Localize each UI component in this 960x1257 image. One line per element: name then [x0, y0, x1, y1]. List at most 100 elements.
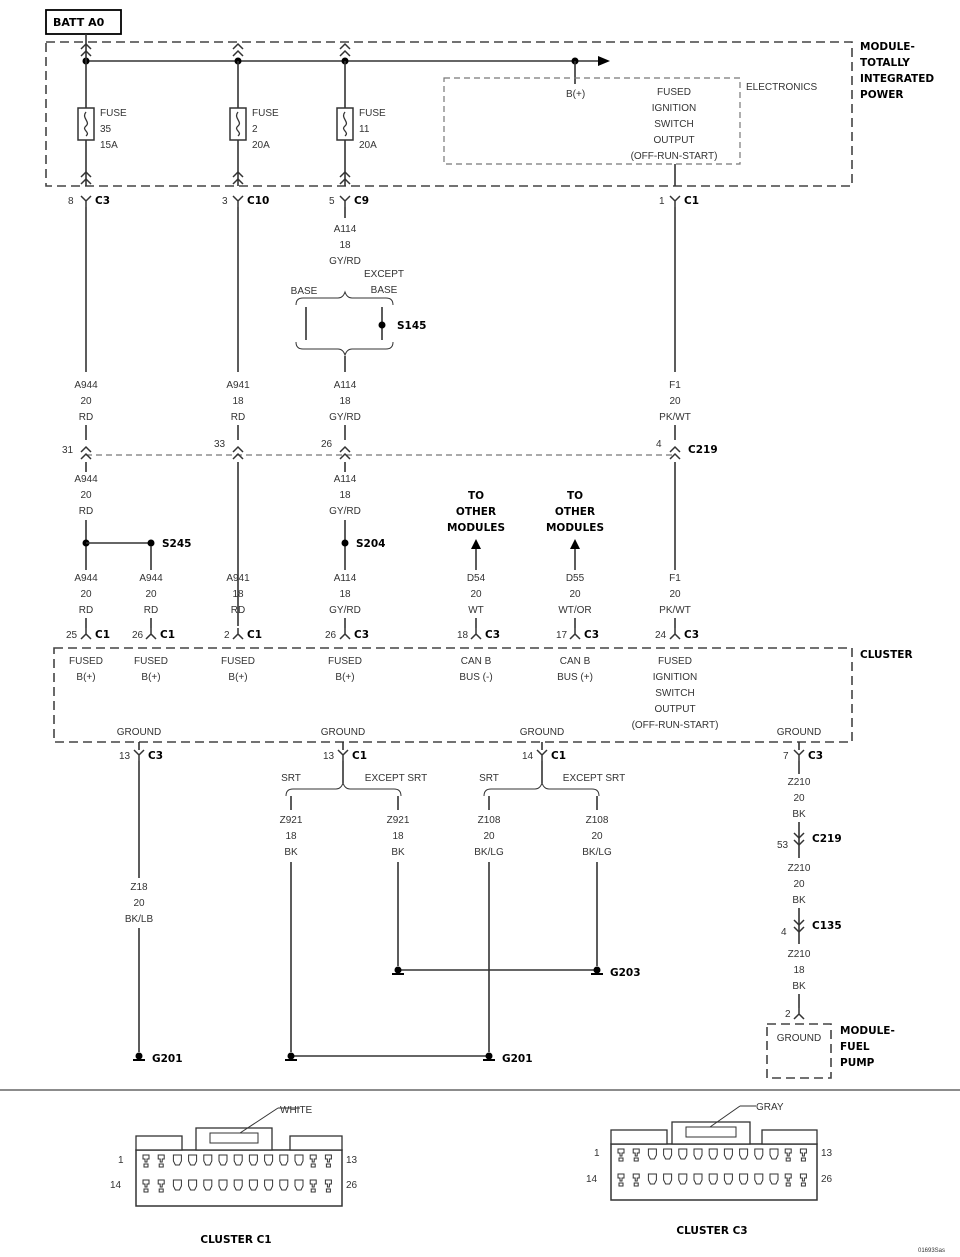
figure-reference: 01693Sas — [918, 1248, 945, 1254]
except-srt-label-1: EXCEPT SRT — [365, 773, 427, 784]
wire-a114-id: A114 — [334, 380, 357, 391]
conn-c10-pin: 3 — [222, 196, 228, 207]
c219-pin-26: 26 — [321, 439, 333, 450]
except-base-1: EXCEPT — [364, 269, 404, 280]
cl-in-1-l1: FUSED — [69, 656, 103, 667]
wire-a944-mid-id: A944 — [74, 474, 98, 485]
wire-f1-gauge: 20 — [669, 396, 681, 407]
bus-arrow-icon — [598, 56, 610, 66]
tipm-boundary — [45, 41, 853, 187]
cl-pin-2-conn: C1 — [247, 629, 262, 641]
wire-f1-color: PK/WT — [659, 412, 691, 423]
cavity — [723, 1173, 733, 1185]
conn-c9-pin: 5 — [329, 196, 335, 207]
c1-white-label: WHITE — [280, 1105, 313, 1116]
conn-c3-label: C3 — [95, 195, 110, 207]
cavity — [663, 1148, 673, 1160]
c219-pin-4: 4 — [656, 439, 662, 450]
cl-pin-26b-conn: C3 — [354, 629, 369, 641]
c219-label: C219 — [688, 444, 718, 456]
up-arrow-icon — [570, 539, 580, 549]
z921b-id: Z921 — [387, 815, 410, 826]
cl-in-5-l1: CAN B — [461, 656, 492, 667]
c3-pin-1: 1 — [594, 1148, 600, 1159]
z210c-color: BK — [792, 981, 806, 992]
fuse-11-amp: 20A — [359, 140, 377, 151]
feed-1-gauge: 20 — [80, 589, 92, 600]
wire-a944-mid-gauge: 20 — [80, 490, 92, 501]
cl-ign-2: IGNITION — [653, 672, 697, 683]
cavity — [632, 1148, 640, 1162]
srt-brace-1 — [285, 781, 402, 797]
cl-ground-3: GROUND — [520, 727, 564, 738]
gnd-conn-c3: C3 — [148, 750, 163, 762]
tipm-output-line-3: SWITCH — [654, 119, 693, 130]
wire-a941-color: RD — [231, 412, 245, 423]
z108b-color: BK/LG — [582, 847, 612, 858]
cl-pin-17-conn: C3 — [584, 629, 599, 641]
cl-in-4-l2: B(+) — [335, 672, 354, 683]
splice-s245: S245 — [162, 538, 191, 550]
wire-a114-top-color: GY/RD — [329, 256, 361, 267]
srt-brace-2 — [483, 781, 600, 797]
cl-ground-2: GROUND — [321, 727, 365, 738]
feed-6-color: WT/OR — [558, 605, 591, 616]
cavity — [799, 1173, 807, 1187]
cl-pin-2: 2 — [224, 630, 230, 641]
c3-gray-label: GRAY — [756, 1102, 784, 1113]
conn-c3-pin: 8 — [68, 196, 74, 207]
cavity — [309, 1154, 317, 1168]
cl-pin-26a: 26 — [132, 630, 144, 641]
fuse-35: FUSE 35 15A — [77, 43, 127, 186]
z18-id: Z18 — [130, 882, 148, 893]
splice-s204: S204 — [356, 538, 385, 550]
wire-a114-top-gauge: 18 — [339, 240, 351, 251]
c1-pin-1: 1 — [118, 1155, 124, 1166]
batt-label: BATT A0 — [53, 16, 105, 29]
conn-c1-label: C1 — [684, 195, 699, 207]
z18-gauge: 20 — [133, 898, 145, 909]
bplus-label: B(+) — [566, 89, 585, 100]
gnd-pin-14: 14 — [522, 751, 534, 762]
wire-a114-color: GY/RD — [329, 412, 361, 423]
cavity — [324, 1154, 332, 1168]
c135-connector — [793, 919, 805, 934]
cavity — [294, 1154, 304, 1166]
c219-label-2: C219 — [812, 833, 842, 845]
electronics-box — [443, 77, 741, 165]
cavity — [279, 1154, 289, 1166]
wire-a114-gauge: 18 — [339, 396, 351, 407]
cl-in-4-l1: FUSED — [328, 656, 362, 667]
tipm-output-line-2: IGNITION — [652, 103, 696, 114]
c219-connector: 31 33 26 4 C219 — [62, 439, 718, 460]
connector-view-c1: WHITE 1 13 14 26 CLUSTER C1 — [110, 1105, 358, 1246]
fuse-2: FUSE 2 20A — [229, 43, 279, 186]
except-base-2: BASE — [371, 285, 398, 296]
c219-ground-connector — [793, 832, 805, 847]
c135-label: C135 — [812, 920, 842, 932]
cavity — [632, 1173, 640, 1187]
srt-label-1: SRT — [281, 773, 301, 784]
cl-in-2-l1: FUSED — [134, 656, 168, 667]
to-other-1-l2: OTHER — [456, 506, 496, 518]
cl-ign-5: (OFF-RUN-START) — [632, 720, 719, 731]
cavity — [647, 1148, 657, 1160]
c3-pin-26: 26 — [821, 1174, 833, 1185]
z210b-id: Z210 — [788, 863, 811, 874]
gnd-pin-13b: 13 — [323, 751, 335, 762]
to-other-1-l3: MODULES — [447, 522, 505, 534]
gnd-conn-c1b: C1 — [551, 750, 566, 762]
cluster-c1-title: CLUSTER C1 — [200, 1234, 271, 1246]
cavity — [248, 1154, 258, 1166]
cavity — [324, 1179, 332, 1193]
c219-pin-53: 53 — [777, 840, 789, 851]
cavity — [708, 1148, 718, 1160]
wire-a114-mid-id: A114 — [334, 474, 357, 485]
cavity — [188, 1154, 198, 1166]
conn-c1-pin: 1 — [659, 196, 665, 207]
fuel-pump-ground-label: GROUND — [777, 1033, 821, 1044]
cluster-label: CLUSTER — [860, 649, 913, 661]
c1-cavities — [142, 1154, 332, 1193]
cavity — [233, 1154, 243, 1166]
c1-pin-13: 13 — [346, 1155, 358, 1166]
